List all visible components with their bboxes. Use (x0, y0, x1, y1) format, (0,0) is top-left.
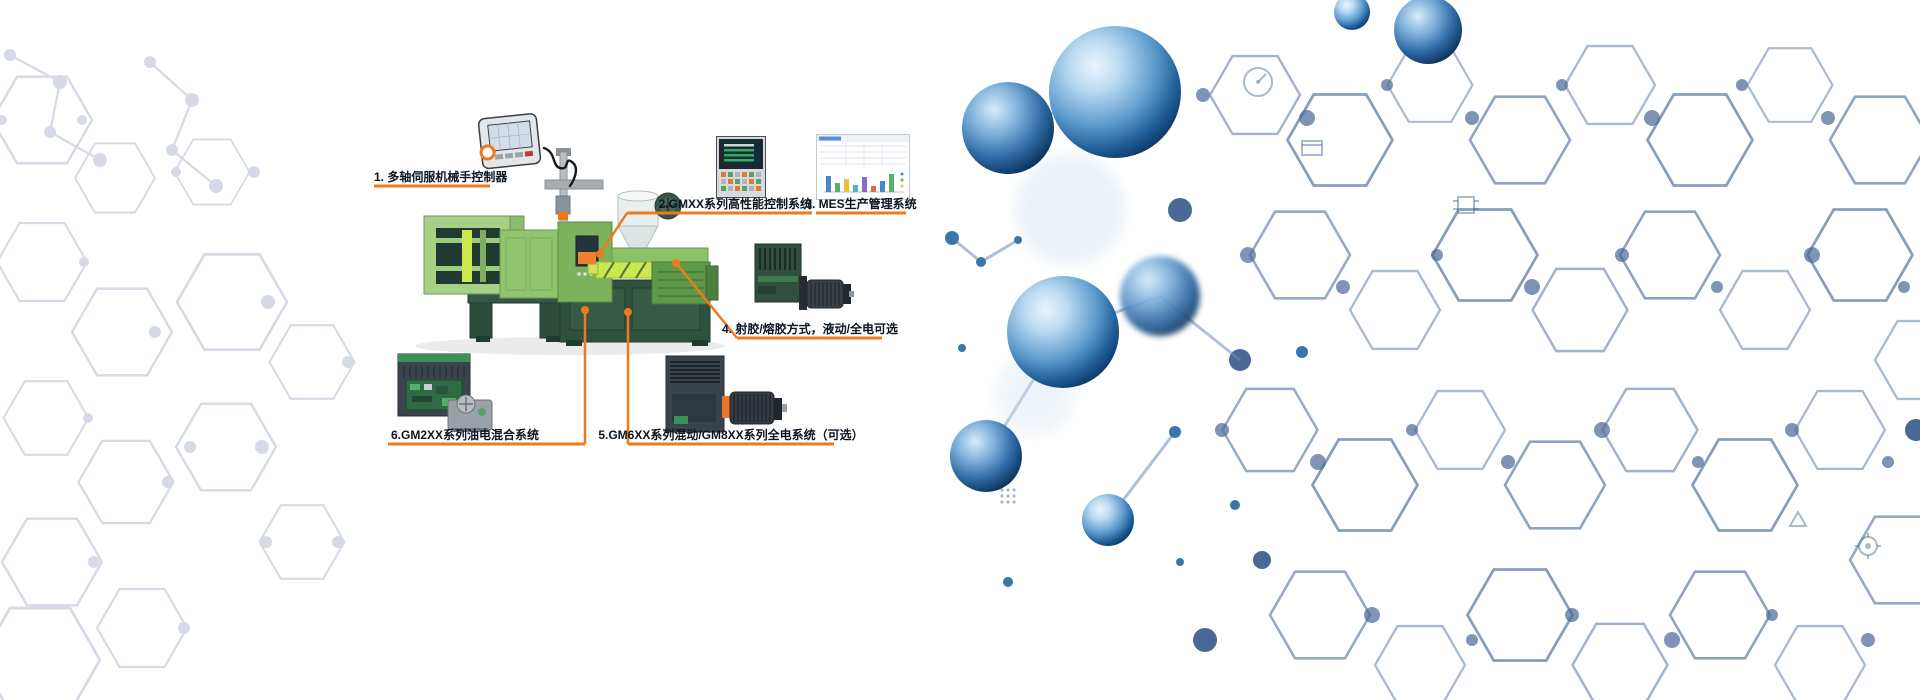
callout-anchor-dots (581, 250, 680, 316)
callout-label-1: 1. 多轴伺服机械手控制器 (374, 170, 508, 184)
hybrid-drive-motor-thumbnail (664, 354, 790, 443)
hmi-control-panel-thumbnail (716, 136, 766, 203)
robot-arm (544, 148, 604, 223)
teach-pendant-thumbnail (475, 109, 548, 183)
left-molecule-pattern (0, 49, 356, 700)
platen-housing (499, 229, 559, 299)
tech-glyphs (1000, 67, 1881, 559)
speedometer-icon (1243, 67, 1273, 97)
triangle-icon (1788, 509, 1808, 527)
oil-electric-drive-thumbnail (396, 352, 496, 439)
pendant-dial-icon (479, 144, 496, 161)
window-icon (1301, 140, 1323, 156)
callout-label-5: 5.GM6XX系列混动/GM8XX系列全电系统（可选） (598, 428, 864, 442)
callout-label-2: 2.GMXX系列高性能控制系统 (658, 197, 812, 211)
callout-2-leader (598, 212, 629, 255)
callout-label-6: 6.GM2XX系列油电混合系统 (391, 428, 540, 442)
callout-label-4: 4. 射胶/熔胶方式，液动/全电可选 (721, 322, 898, 336)
mes-dashboard-thumbnail (816, 134, 910, 205)
dot-grid-icon (1000, 488, 1016, 504)
callout-4-leader (675, 262, 738, 339)
servo-drive-motor-thumbnail (753, 240, 855, 327)
right-hex-lattice (1168, 44, 1920, 700)
callout-label-3: 3. MES生产管理系统 (805, 197, 917, 211)
molecule-spheres (945, 0, 1462, 587)
pendant-cable (542, 146, 578, 188)
gear-icon (1855, 533, 1881, 559)
chip-icon (1453, 196, 1479, 214)
